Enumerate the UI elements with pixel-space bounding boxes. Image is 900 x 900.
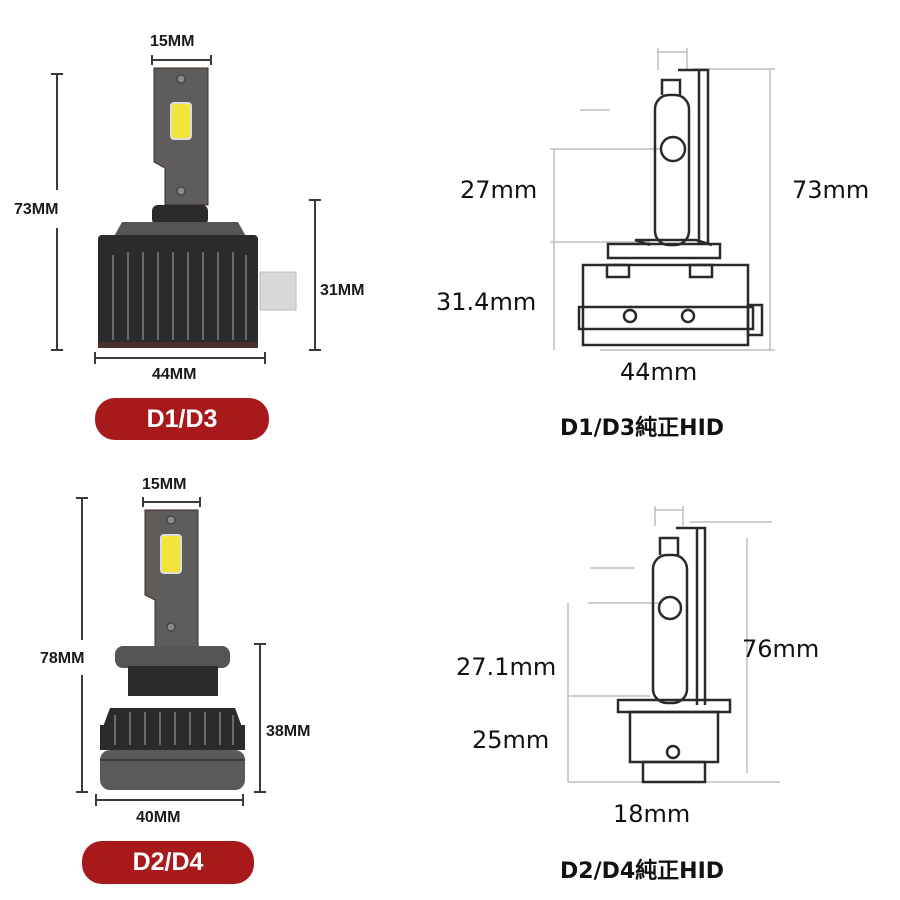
d1d3-led-base-width-label: 44MM <box>152 366 197 383</box>
panel-d2d4-hid: 27.1mm 76mm 25mm 18mm D2/D4純正HID <box>450 460 900 900</box>
d1d3-led-bulb-illustration <box>51 55 321 364</box>
d2d4-hid-base-width-label: 18mm <box>613 800 691 828</box>
d2d4-led-base-height-label: 38MM <box>266 723 311 740</box>
d1d3-badge: D1/D3 <box>95 398 269 440</box>
d2d4-hid-upper-height-label: 27.1mm <box>456 653 557 681</box>
d1d3-hid-caption: D1/D3純正HID <box>560 416 725 441</box>
d2d4-badge: D2/D4 <box>82 841 254 884</box>
d1d3-led-base-height-label: 31MM <box>320 282 365 299</box>
d2d4-hid-caption: D2/D4純正HID <box>560 859 725 884</box>
d1d3-led-total-height-label: 73MM <box>14 201 59 218</box>
d2d4-hid-bulb-diagram <box>567 506 780 784</box>
d2d4-led-top-width-label: 15MM <box>142 476 187 493</box>
d1d3-hid-upper-height-label: 27mm <box>460 176 538 204</box>
panel-d1d3-hid: 27mm 73mm 31.4mm 44mm D1/D3純正HID <box>436 0 900 450</box>
d2d4-led-bulb-illustration <box>76 497 266 806</box>
d2d4-hid-total-height-label: 76mm <box>742 635 820 663</box>
d1d3-hid-total-height-label: 73mm <box>792 176 870 204</box>
d2d4-led-base-width-label: 40MM <box>136 809 181 826</box>
d1d3-led-top-width-label: 15MM <box>150 33 195 50</box>
d1d3-hid-bulb-diagram <box>550 48 775 351</box>
panel-d2d4-led: 15MM 78MM 38MM 40MM D2/D4 <box>0 460 450 900</box>
d1d3-hid-base-width-label: 44mm <box>620 358 698 386</box>
d2d4-hid-base-height-label: 25mm <box>472 726 550 754</box>
d2d4-led-total-height-label: 78MM <box>40 650 85 667</box>
d1d3-hid-base-height-label: 31.4mm <box>436 288 537 316</box>
panel-d1d3-led: 15MM 73MM 31MM 44MM D1/D3 <box>0 0 450 450</box>
